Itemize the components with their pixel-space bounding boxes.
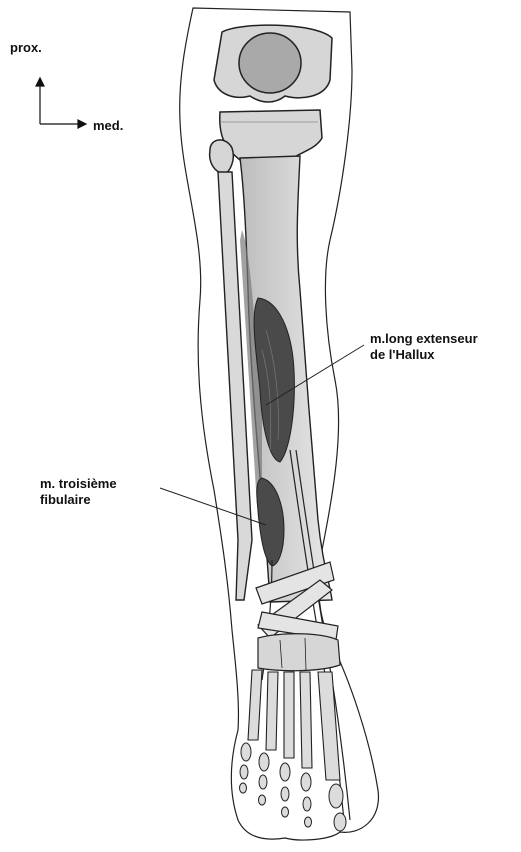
label-extensor-hallucis-longus: m.long extenseur de l'Hallux <box>370 331 478 363</box>
label-tf-line-1: m. troisième <box>40 476 117 492</box>
label-ehl-line-1: m.long extenseur <box>370 331 478 347</box>
tarsal-bones <box>258 634 340 671</box>
label-tf-line-2: fibulaire <box>40 492 117 508</box>
label-third-fibular: m. troisième fibulaire <box>40 476 117 508</box>
label-ehl-line-2: de l'Hallux <box>370 347 478 363</box>
orientation-arrows <box>36 78 86 128</box>
label-medial: med. <box>93 118 123 134</box>
label-proximal: prox. <box>10 40 42 56</box>
patella <box>239 33 301 93</box>
